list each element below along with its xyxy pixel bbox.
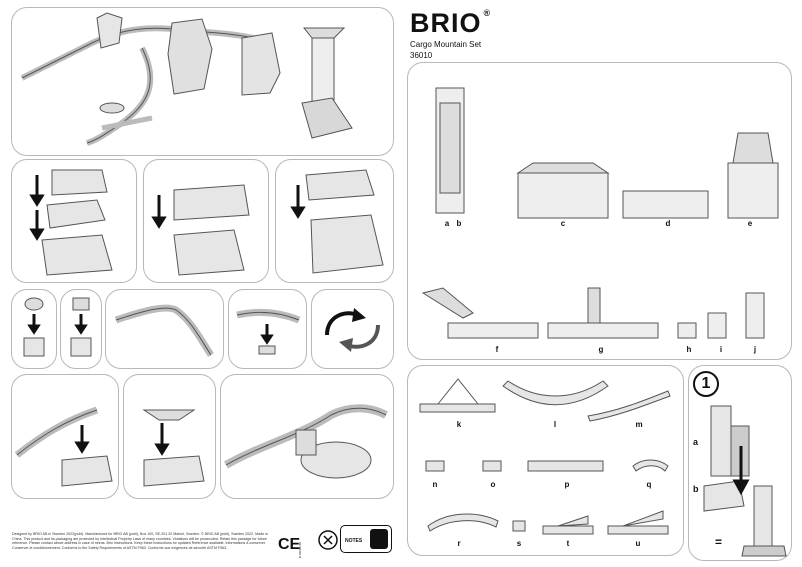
- arrow-down-icon: [154, 423, 170, 456]
- junction-track-illustration: [142, 409, 205, 487]
- part-label-m: m: [635, 420, 643, 429]
- assembly-panel-8: [311, 289, 394, 369]
- product-name: Cargo Mountain Set: [410, 40, 482, 49]
- notes-label: NOTES: [345, 538, 363, 544]
- parts-row-2-illustration: [421, 287, 765, 339]
- assembly-panel-7: [228, 289, 307, 369]
- support-piece-illustration: [23, 297, 45, 357]
- brand-logo: BRIO®: [410, 8, 492, 38]
- choking-hazard-icon: [318, 530, 338, 550]
- step-equals: =: [715, 535, 723, 549]
- parts-row-1-illustration: [435, 87, 779, 219]
- cargo-mountain-overview-illustration: [20, 12, 353, 146]
- track-clip-illustration: [236, 308, 301, 355]
- arrow-down-icon: [290, 185, 306, 219]
- stacked-mountain-illustration: [29, 169, 113, 276]
- part-label-c: c: [560, 219, 566, 228]
- notes-icon: NOTES: [340, 525, 392, 553]
- arrow-down-icon: [74, 314, 88, 335]
- track-pieces-illustration: [419, 378, 671, 535]
- arrow-down-icon: [27, 314, 41, 335]
- ce-mark-icon: CE: [278, 536, 301, 553]
- assembly-panel-9: [11, 374, 119, 499]
- assembly-panel-5: [60, 289, 102, 369]
- part-label-h: h: [686, 345, 692, 354]
- support-piece-illustration: [70, 297, 92, 357]
- assembly-panel-4: [11, 289, 57, 369]
- assembly-panel-6: [105, 289, 224, 369]
- parts-panel: a b c d e f g h i j: [407, 62, 792, 360]
- part-label-g: g: [598, 345, 604, 354]
- part-label-s: s: [516, 539, 522, 548]
- part-label-r: r: [457, 539, 461, 548]
- arrow-down-icon: [732, 446, 750, 496]
- step-1-panel: [688, 365, 792, 561]
- part-label-p: p: [564, 480, 570, 489]
- assembly-panel-10: [123, 374, 216, 499]
- part-label-l: l: [553, 420, 557, 429]
- rotate-icon: [325, 308, 380, 352]
- step-number: 1: [693, 371, 719, 397]
- step-label-b: b: [693, 484, 699, 494]
- ramp-track-illustration: [114, 304, 214, 357]
- arrow-down-icon: [74, 425, 90, 454]
- part-label-d: d: [665, 219, 671, 228]
- part-label-e: e: [747, 219, 753, 228]
- switch-track-illustration: [14, 406, 113, 487]
- track-parts-panel: k l m n o p q r s t u: [407, 365, 684, 556]
- part-label-j: j: [753, 345, 757, 354]
- part-label-t: t: [566, 539, 570, 548]
- arrow-down-icon: [260, 324, 274, 345]
- arrow-down-icon: [151, 195, 167, 229]
- part-label-q: q: [646, 480, 652, 489]
- part-label-f: f: [495, 345, 499, 354]
- step-label-a: a: [693, 437, 699, 447]
- part-label-k: k: [456, 420, 462, 429]
- part-label-b: b: [456, 219, 462, 228]
- step-1-tower-illustration: [703, 405, 787, 557]
- part-label-u: u: [635, 539, 641, 548]
- recycle-bin-icon: [370, 529, 388, 549]
- part-label-n: n: [432, 480, 438, 489]
- part-label-i: i: [719, 345, 723, 354]
- bridge-turntable-illustration: [224, 404, 388, 479]
- part-label-a: a: [444, 219, 450, 228]
- legal-text: Designed by BRIO AB in Sweden 2022(publ)…: [12, 532, 268, 550]
- product-code: 40794481 R: [298, 541, 303, 559]
- assembly-panel-11: [220, 374, 394, 499]
- overview-panel: [11, 7, 394, 156]
- arrow-down-icon: [29, 175, 45, 241]
- assembly-panel-3: [275, 159, 394, 283]
- product-number: 36010: [410, 51, 433, 60]
- assembly-panel-1: [11, 159, 137, 283]
- mountain-top-illustration: [151, 184, 250, 276]
- part-label-o: o: [490, 480, 496, 489]
- mountain-peak-illustration: [290, 169, 384, 274]
- assembly-panel-2: [143, 159, 269, 283]
